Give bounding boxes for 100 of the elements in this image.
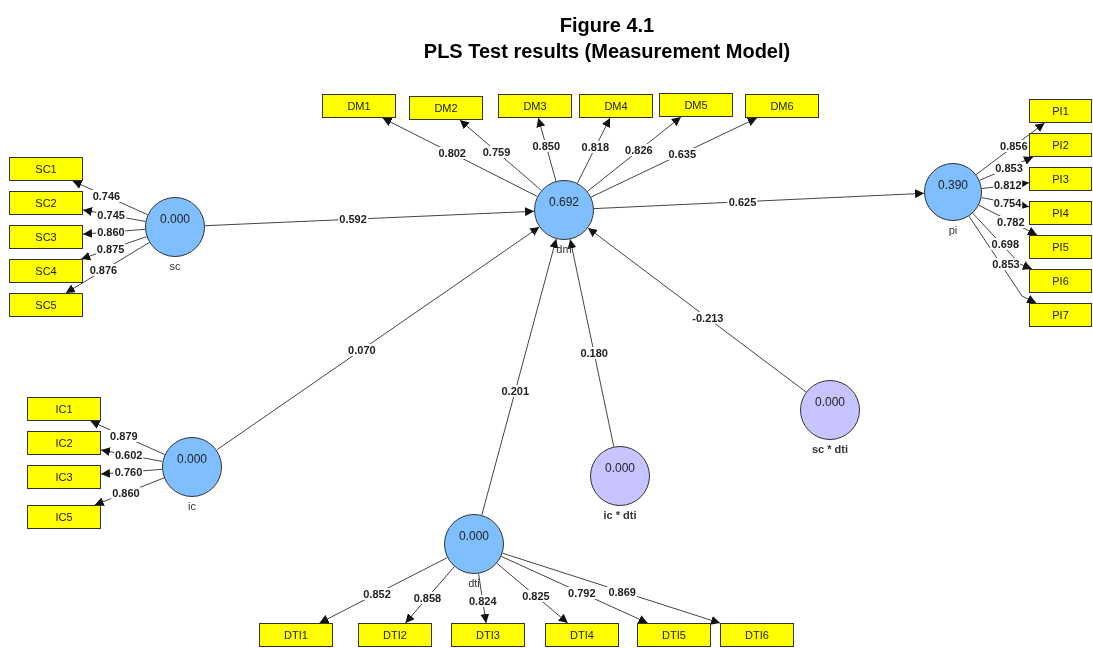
node-value: DM4: [604, 100, 628, 112]
edge-label: 0.745: [96, 209, 126, 222]
node-value: DTI3: [476, 629, 500, 641]
edge-label: 0.850: [531, 140, 561, 153]
node-value: 0.390: [938, 178, 968, 192]
edge-label: 0.180: [579, 347, 609, 360]
indicator-box: [27, 465, 101, 489]
edge-label: 0.812: [993, 179, 1023, 192]
edge-label: 0.853: [994, 161, 1024, 174]
node-value: PI7: [1052, 309, 1069, 321]
latent-variable-circle: [590, 446, 650, 506]
edge-label: 0.635: [667, 147, 697, 160]
node-value: SC3: [35, 231, 57, 243]
arrow: [204, 207, 535, 227]
indicator-box: [27, 431, 101, 455]
edge-label: 0.860: [96, 225, 126, 238]
latent-variable-circle: [145, 197, 205, 257]
edge-label: 0.858: [412, 591, 443, 604]
node-value: 0.000: [177, 452, 207, 466]
node-value: SC1: [35, 163, 57, 175]
indicator-box: [27, 397, 101, 421]
node-value: PI6: [1052, 275, 1069, 287]
arrow: [216, 226, 540, 451]
node-value: DTI1: [284, 629, 308, 641]
edge-label: 0.876: [88, 264, 119, 277]
node-value: SC2: [35, 197, 57, 209]
edge-label: 0.860: [111, 486, 141, 499]
figure-title: Figure 4.1: [559, 14, 655, 37]
indicator-box: [579, 94, 653, 118]
node-value: 0.692: [549, 195, 579, 209]
indicator-box: [358, 623, 432, 647]
arrow: [587, 227, 807, 393]
indicator-box: [1029, 201, 1092, 225]
indicator-box: [659, 93, 733, 117]
edge-label: 0.759: [481, 145, 512, 158]
arrow: [481, 238, 559, 516]
edge-label: 0.879: [109, 430, 139, 443]
node-value: PI5: [1052, 241, 1069, 253]
node-value: DM1: [347, 100, 371, 112]
edge-label: 0.592: [338, 213, 368, 226]
variable-name: ic: [188, 500, 196, 512]
figure-subtitle: PLS Test results (Measurement Model): [423, 40, 791, 63]
node-value: 0.000: [605, 461, 635, 475]
indicator-box: [451, 623, 525, 647]
edge-label: 0.792: [567, 587, 597, 600]
node-value: DM6: [770, 100, 794, 112]
indicator-box: [745, 94, 819, 118]
edge-label: 0.760: [113, 465, 144, 478]
node-value: IC2: [55, 437, 73, 449]
indicator-box: [720, 623, 794, 647]
indicator-box: [1029, 303, 1092, 327]
node-value: IC5: [55, 511, 73, 523]
node-value: DTI6: [745, 629, 769, 641]
edge-label: 0.201: [500, 384, 531, 397]
indicator-box: [1029, 235, 1092, 259]
edge-label: 0.856: [999, 140, 1029, 153]
latent-variable-circle: [444, 514, 504, 574]
indicator-box: [545, 623, 619, 647]
node-value: 0.000: [160, 212, 190, 226]
indicator-box: [1029, 167, 1092, 191]
edge-label: 0.875: [95, 242, 126, 255]
edge-label: 0.826: [624, 144, 654, 157]
indicator-box: [259, 623, 333, 647]
node-value: DM5: [684, 99, 708, 111]
indicator-box: [9, 191, 83, 215]
edge-label: 0.824: [467, 594, 498, 607]
indicator-box: [1029, 133, 1092, 157]
variable-name: dm: [556, 243, 572, 255]
indicator-box: [27, 505, 101, 529]
node-value: DTI5: [662, 629, 686, 641]
indicator-box: [498, 94, 572, 118]
variable-name: sc * dti: [811, 443, 849, 455]
indicator-box: [9, 157, 83, 181]
variable-name: dti: [468, 577, 480, 589]
edge-label: 0.782: [996, 215, 1026, 228]
edge-label: -0.213: [691, 312, 725, 325]
node-value: DM2: [434, 102, 458, 114]
node-value: IC1: [55, 403, 73, 415]
edge-label: 0.825: [521, 590, 551, 603]
node-value: PI2: [1052, 139, 1069, 151]
edge-label: 0.852: [362, 587, 392, 600]
indicator-box: [9, 293, 83, 317]
edge-label: 0.698: [990, 237, 1021, 250]
node-value: DTI2: [383, 629, 407, 641]
node-value: SC4: [35, 265, 57, 277]
node-value: PI4: [1052, 207, 1069, 219]
variable-name: ic * dti: [603, 509, 637, 521]
edge-label: 0.802: [437, 147, 467, 160]
edge-label: 0.853: [991, 257, 1021, 270]
arrow: [968, 215, 1037, 304]
node-value: PI1: [1052, 105, 1069, 117]
latent-variable-circle: [162, 437, 222, 497]
node-value: DTI4: [570, 629, 594, 641]
edge-label: 0.818: [580, 141, 611, 154]
edge-label: 0.625: [727, 195, 758, 208]
edge-label: 0.746: [91, 190, 122, 203]
variable-name: sc: [169, 260, 181, 272]
edge-label: 0.754: [992, 196, 1023, 209]
arrow: [567, 238, 615, 448]
indicator-box: [409, 96, 483, 120]
